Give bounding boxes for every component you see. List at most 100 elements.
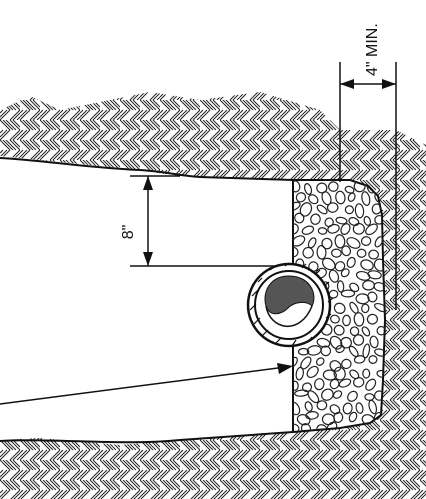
gravel-stone [361,303,370,314]
gravel-stone [296,414,311,426]
gravel-stone [293,223,299,235]
gravel-stone [348,411,358,423]
gravel-stone [369,335,379,349]
soil-hatch [0,92,426,499]
gravel-stone [328,181,339,192]
gravel-stone [368,249,380,260]
dimension-gravel-depth: 8" [120,175,293,267]
gravel-stone [333,366,346,381]
gravel-stone [376,369,385,378]
gravel-stone [365,223,378,236]
gravel-stone [335,344,345,354]
gravel-stone [316,400,328,411]
gravel-stone [293,235,306,247]
gravel-stone [314,378,325,391]
gravel-stone [363,215,372,226]
gravel-stone [333,302,346,314]
gravel-stone [336,280,345,293]
gravel-stone [340,268,350,278]
gravel-stone [293,423,300,432]
gravel-stone [293,180,301,193]
gravel-stone [302,246,314,259]
gravel-stone [374,236,384,248]
gravel-stone [305,411,319,420]
gravel-depth-label: 8" [120,225,137,240]
gravel-stone [327,223,340,234]
drain-pipe-icon [246,262,334,348]
gravel-stone [326,202,339,213]
gravel-stone [331,248,342,258]
gravel-stone [321,388,334,401]
gravel-stone [329,378,340,390]
gravel-stone [354,203,365,219]
gravel-stone [360,236,372,246]
gravel-stone [341,358,352,370]
gravel-stone [360,259,374,271]
gravel-stone [340,223,351,235]
soil-bottom-edge [0,431,294,444]
gravel-stone [338,378,352,388]
gravel-stone [366,313,379,325]
gravel-stone [356,248,367,258]
gravel-stone [316,424,328,432]
gravel-stone [315,357,325,366]
gravel-stone [304,401,313,412]
gravel-stone [340,289,356,298]
gravel-stone [308,194,319,205]
gravel-stone [330,314,340,324]
gravel-stone [340,336,352,349]
gravel-stone [368,399,378,415]
gravel-stone [321,237,333,250]
gravel-stone [353,312,365,327]
gravel-stone [376,325,385,336]
gravel-stone [293,356,298,368]
gravel-stone [293,201,301,211]
gravel-stone [364,393,375,401]
gravel-stone [316,245,327,260]
gravel-stone [329,360,342,372]
gravel-stone [353,377,365,388]
gravel-stone [341,245,352,257]
gravel-stone [322,369,337,381]
soil-top-edge [0,157,350,181]
gravel-stone [320,345,332,357]
leader-arrow [0,363,293,405]
gravel-stone [295,192,307,203]
gravel-stone [293,246,299,258]
gravel-stone [303,183,313,195]
gravel-stone [333,324,345,336]
gravel-stone [295,366,304,381]
gravel-stone [300,423,312,432]
gravel-stone-icon [292,179,387,434]
gravel-stone [317,227,328,235]
gravel-stone [316,182,328,194]
water-icon [264,275,315,315]
gravel-stone [346,256,356,269]
gravel-stone [334,234,346,249]
gravel-stone [328,269,340,283]
gravel-stone [374,348,385,357]
gravel-stone [361,191,371,206]
gravel-stone [293,401,301,416]
gravel-stone [344,205,354,215]
gravel-stone [297,347,310,356]
gravel-stone [310,213,321,225]
gravel-stone [346,237,361,249]
gravel-stone [368,355,378,364]
gravel-stone [332,390,343,399]
gravel-stone [365,378,377,391]
gravel-stone [361,326,371,337]
gravel-stone [347,192,356,202]
gravel-stone [293,380,299,391]
gravel-stone [335,216,348,225]
dimension-gravel-width: 4" MIN. [339,23,397,300]
gravel-stone [362,368,371,379]
gravel-stone [367,291,378,303]
gravel-stone [301,225,315,235]
gravel-stone [347,390,358,402]
gravel-stone [344,185,355,194]
gravel-stone [321,257,336,271]
gravel-stone [353,355,366,364]
